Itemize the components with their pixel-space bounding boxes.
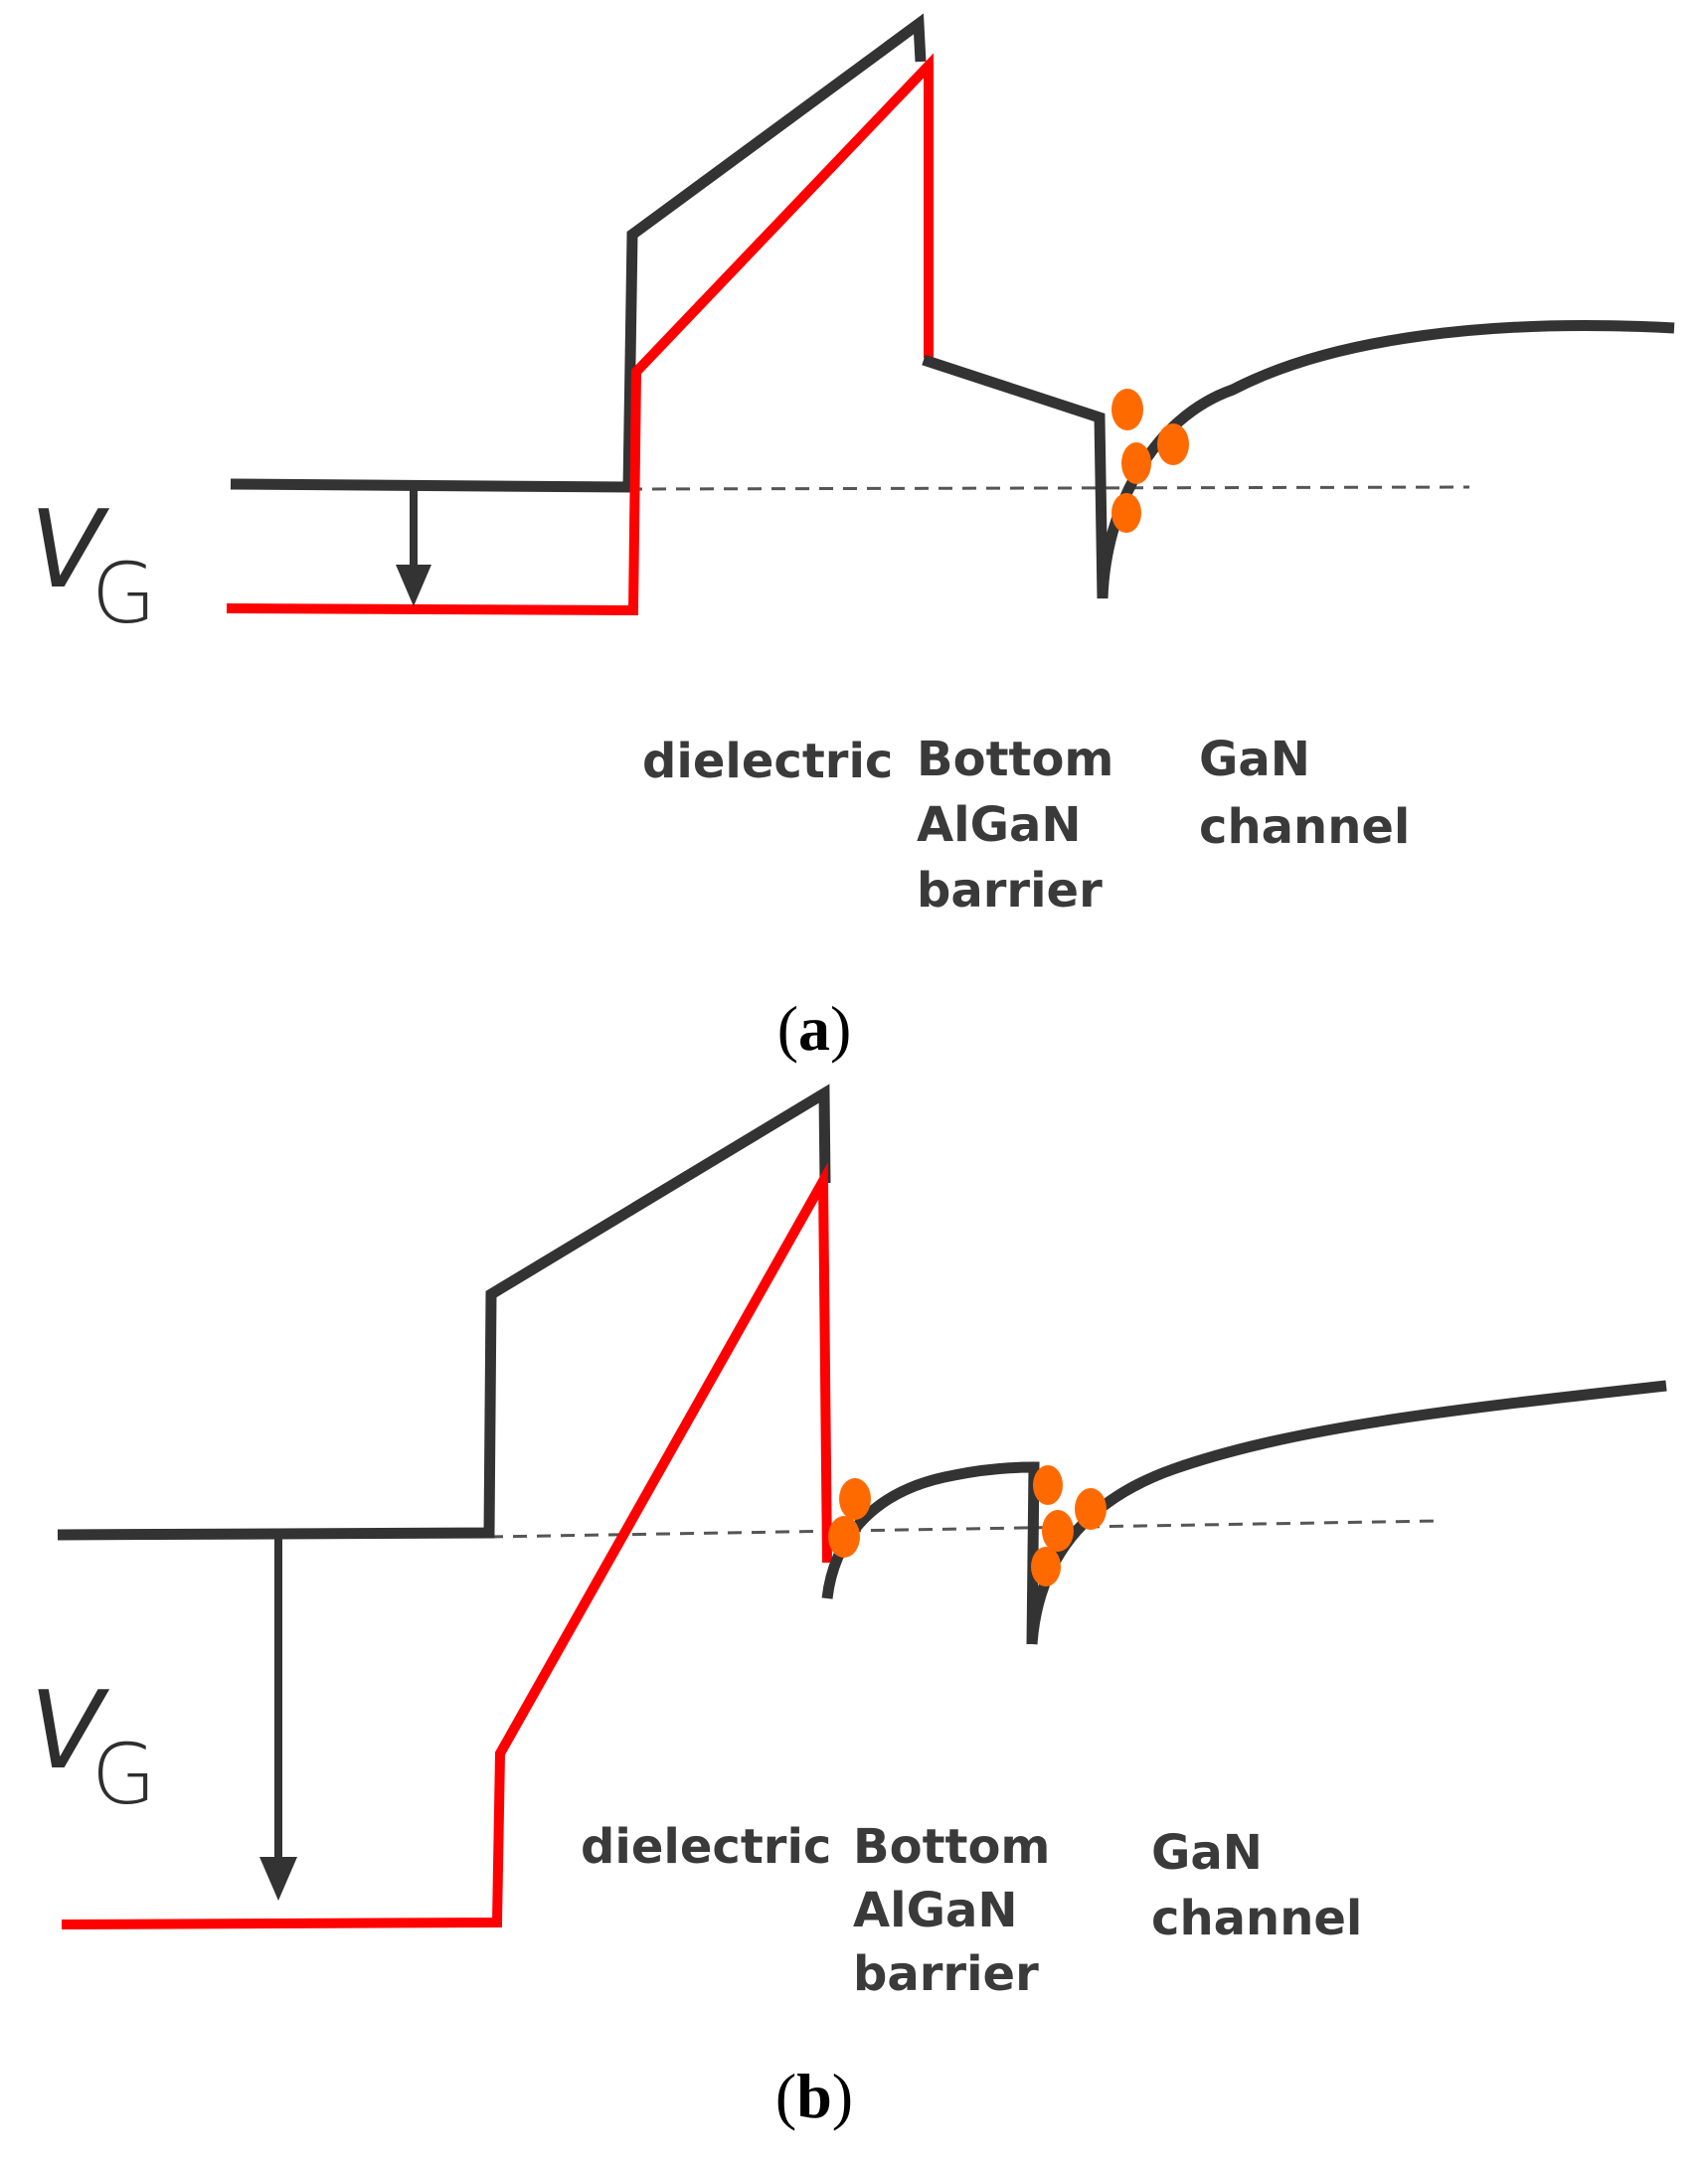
caption-letter-b: b — [796, 2061, 832, 2131]
vg-label-b: V G — [30, 1669, 156, 1823]
layer-label-channel-a: GaN channel — [1199, 732, 1410, 855]
channel-line-2-b: channel — [1151, 1891, 1362, 1946]
fermi-level-line-a — [627, 485, 1470, 491]
barrier-line-2-a: AlGaN — [917, 797, 1082, 853]
barrier-line-2-b: AlGaN — [853, 1883, 1018, 1938]
vg-label-sub-a: G — [91, 545, 156, 642]
electron-a-4 — [1111, 493, 1141, 533]
vg-arrow-head-a — [396, 565, 431, 606]
panel-caption-b: (b) — [775, 2061, 853, 2131]
electron-a-2 — [1121, 442, 1151, 484]
barrier-line-3-b: barrier — [853, 1946, 1039, 2002]
vg-label-main-b: V — [30, 1669, 110, 1793]
electron-b-4 — [1042, 1510, 1074, 1552]
electron-b-3 — [1033, 1465, 1063, 1505]
band-after-a — [226, 53, 934, 616]
caption-letter-a: a — [798, 993, 830, 1064]
layer-label-dielectric-b: dielectric — [581, 1819, 831, 1875]
barrier-channel-band-b — [821, 1380, 1667, 1645]
band-before-b — [57, 1084, 831, 1541]
vg-label-a: V G — [30, 488, 156, 642]
layer-label-barrier-b: Bottom AlGaN barrier — [853, 1819, 1067, 2002]
panel-b: V G dielectric Bottom AlGaN barrier GaN … — [30, 1084, 1667, 2131]
caption-close-a: ) — [830, 993, 851, 1064]
layer-label-dielectric-a: dielectric — [642, 734, 893, 789]
fermi-level-line-b — [488, 1519, 1439, 1539]
caption-open-a: ( — [777, 993, 798, 1064]
barrier-line-1-a: Bottom — [917, 732, 1113, 787]
vg-arrow-head-b — [259, 1857, 297, 1901]
panel-caption-a: (a) — [777, 993, 852, 1064]
channel-line-2-a: channel — [1199, 799, 1410, 855]
caption-close-b: ) — [832, 2061, 853, 2131]
layer-label-barrier-a: Bottom AlGaN barrier — [917, 732, 1130, 919]
channel-line-1-a: GaN — [1199, 732, 1310, 787]
layer-label-channel-b: GaN channel — [1151, 1825, 1362, 1946]
electron-b-2 — [828, 1516, 860, 1558]
band-after-b — [61, 1162, 832, 1929]
electron-a-3 — [1157, 423, 1189, 465]
vg-label-sub-b: G — [91, 1726, 156, 1823]
barrier-channel-band-a — [922, 320, 1675, 599]
panel-a: V G dielectric Bottom AlGaN barrier GaN … — [30, 13, 1675, 1064]
electron-b-5 — [1075, 1488, 1107, 1530]
caption-open-b: ( — [775, 2061, 796, 2131]
barrier-line-1-b: Bottom — [853, 1819, 1050, 1875]
band-before-a — [230, 13, 927, 493]
vg-label-main-a: V — [30, 488, 110, 612]
electron-b-1 — [839, 1478, 871, 1520]
electron-b-6 — [1031, 1547, 1061, 1587]
barrier-line-3-a: barrier — [917, 863, 1103, 919]
electron-a-1 — [1111, 389, 1143, 430]
channel-line-1-b: GaN — [1151, 1825, 1263, 1881]
